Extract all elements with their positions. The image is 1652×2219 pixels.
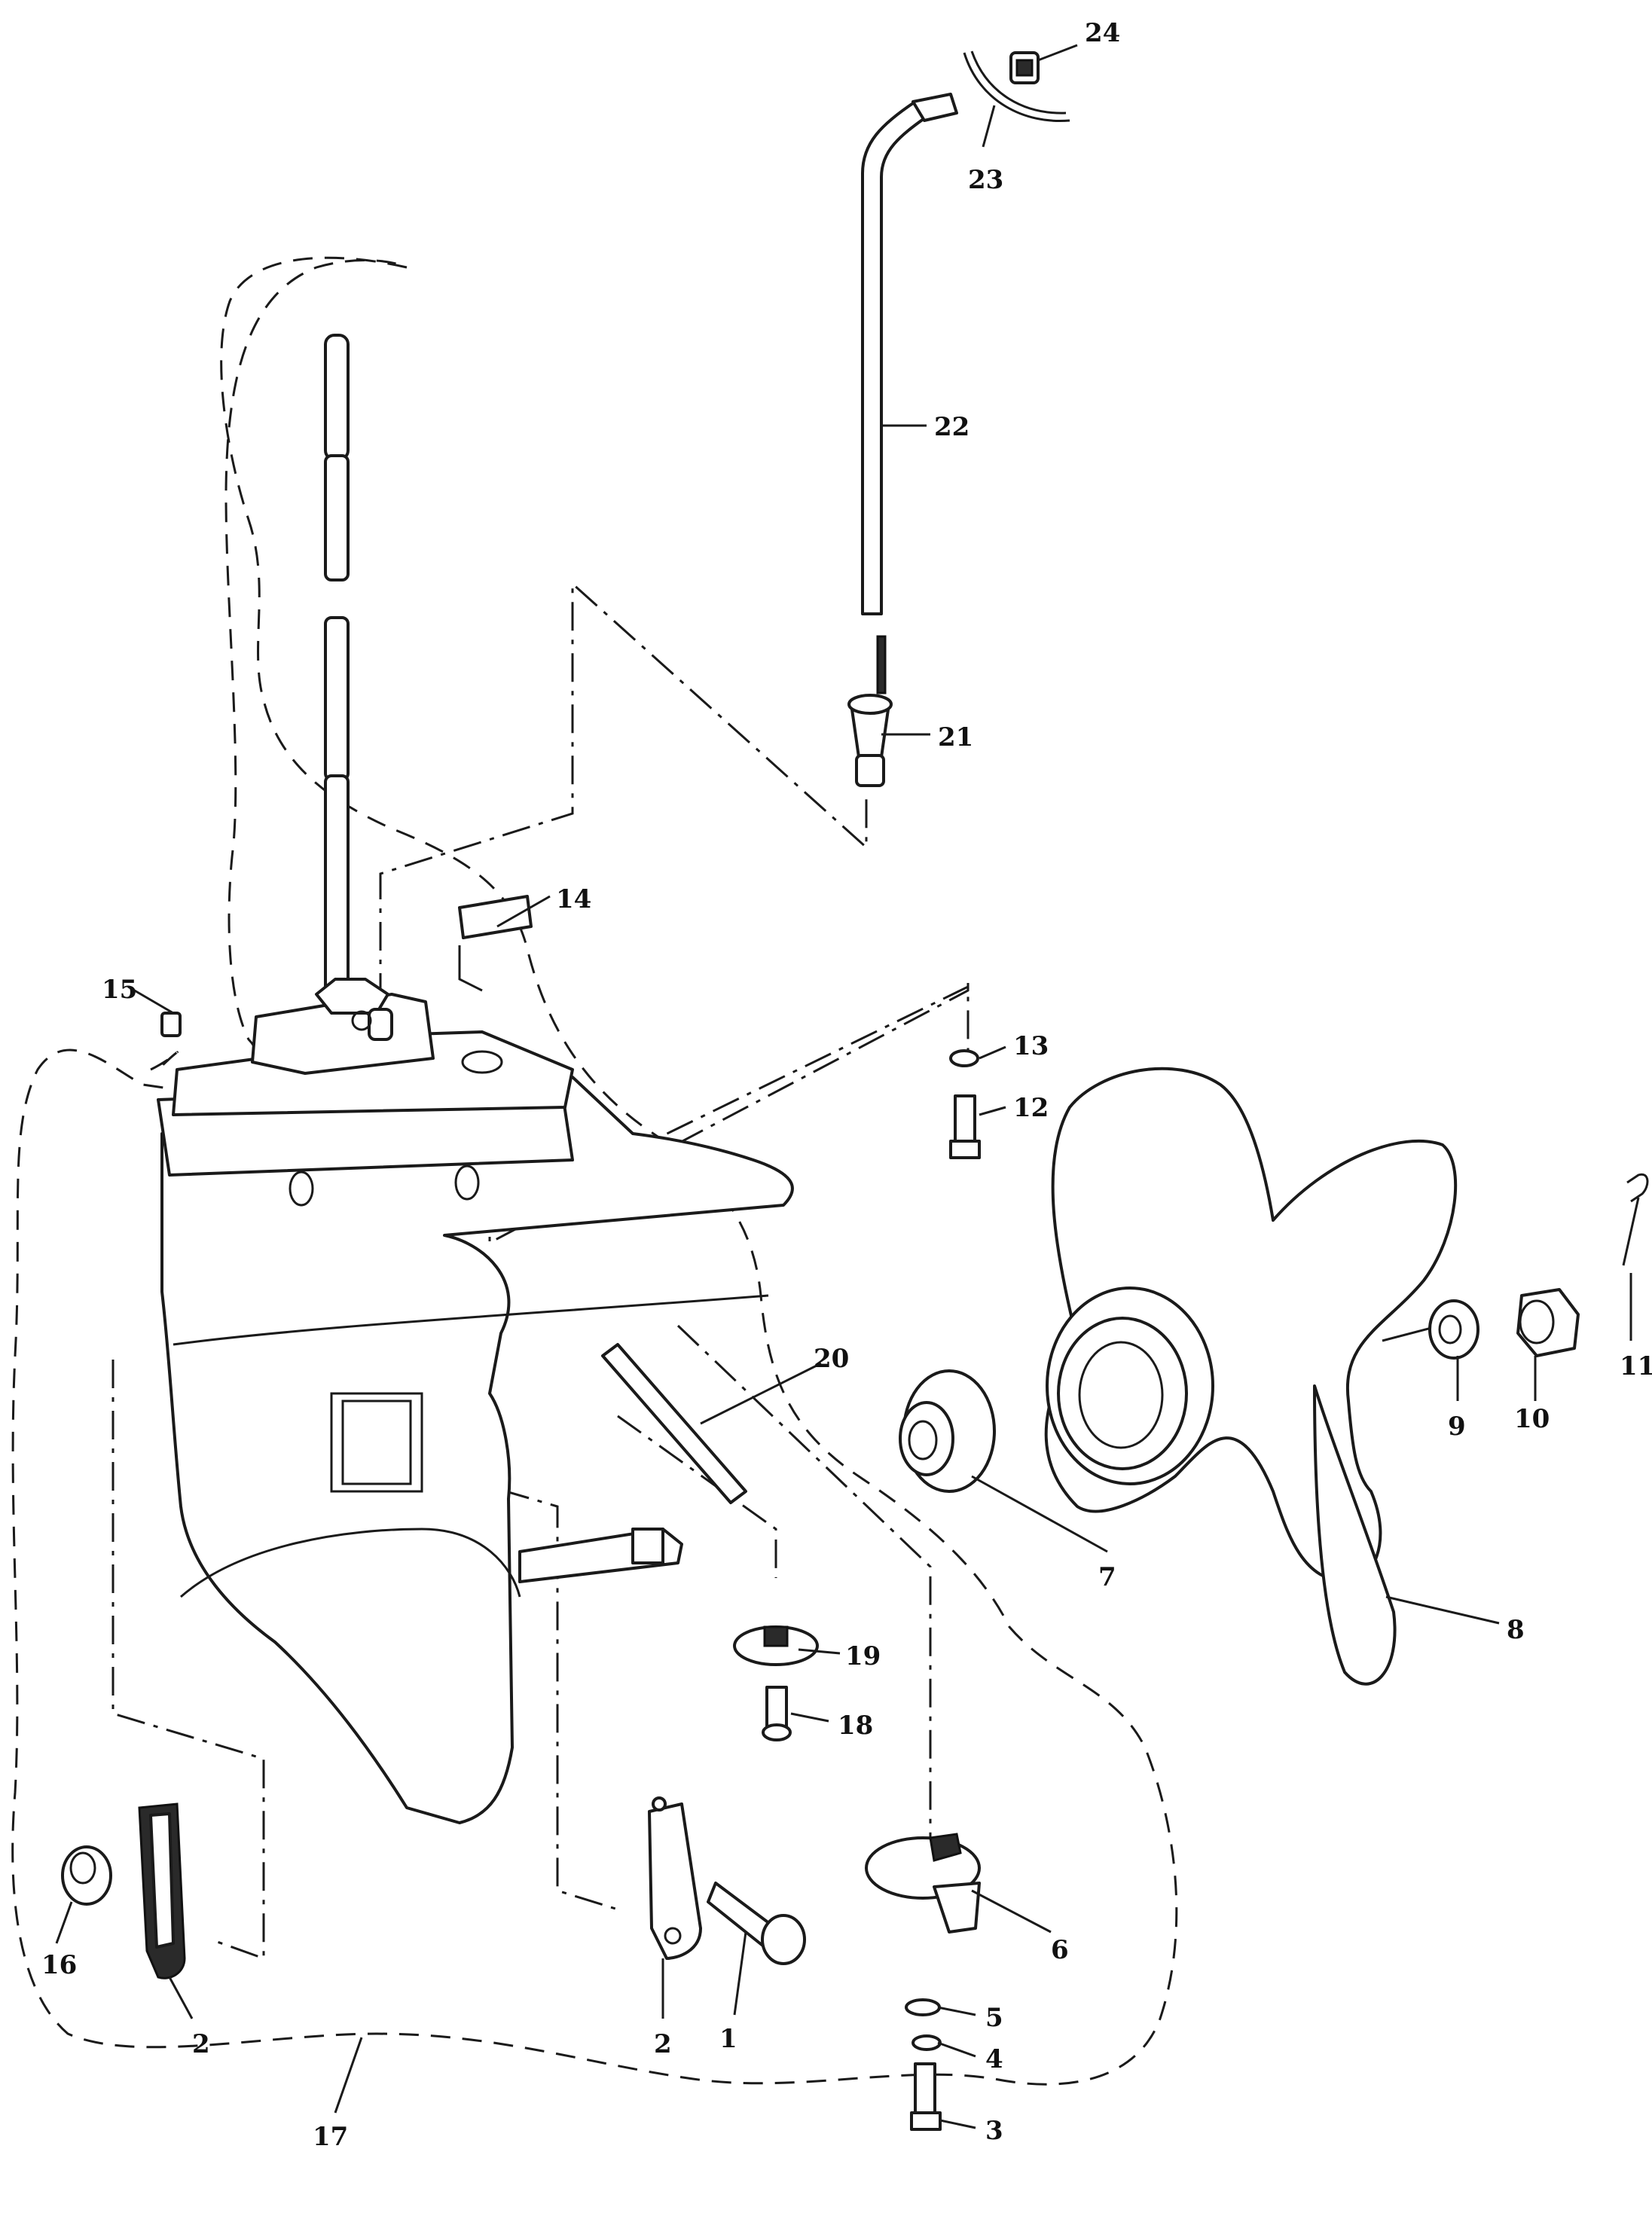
callout-2-mid: 2 bbox=[654, 2029, 672, 2059]
callout-21: 21 bbox=[938, 722, 973, 752]
prop-nut-10 bbox=[1516, 1288, 1580, 1357]
assembly-17-outline-upper bbox=[224, 259, 408, 1085]
callout-16: 16 bbox=[41, 1950, 77, 1980]
callout-19: 19 bbox=[845, 1641, 881, 1671]
callout-3: 3 bbox=[985, 2116, 1003, 2146]
callout-5: 5 bbox=[985, 2003, 1003, 2033]
water-pickup-21 bbox=[847, 635, 893, 787]
callout-24: 24 bbox=[1085, 18, 1120, 48]
assembly-line-trim-tab bbox=[676, 1324, 932, 1838]
screw-1 bbox=[707, 1882, 806, 1965]
anode-2-mid bbox=[648, 1796, 702, 1960]
assembly-line-shaft-to-pickup bbox=[379, 581, 868, 1002]
cotter-pin-11 bbox=[1622, 1173, 1649, 1266]
callout-22: 22 bbox=[934, 412, 970, 442]
callout-2-left: 2 bbox=[192, 2029, 210, 2059]
assembly-17-outline bbox=[11, 256, 1178, 2086]
callout-1: 1 bbox=[719, 2024, 737, 2054]
screw-18 bbox=[762, 1686, 792, 1741]
grommet-23-inner bbox=[970, 50, 1067, 114]
bolt-3 bbox=[910, 2062, 942, 2131]
callout-17: 17 bbox=[313, 2122, 348, 2152]
plug-24 bbox=[1009, 51, 1040, 84]
callout-9: 9 bbox=[1448, 1412, 1466, 1442]
washer-9 bbox=[1428, 1299, 1479, 1360]
water-tube-22 bbox=[861, 100, 928, 615]
callout-8: 8 bbox=[1507, 1615, 1525, 1645]
trim-tab-6 bbox=[865, 1833, 981, 1934]
callout-12: 12 bbox=[1013, 1093, 1049, 1123]
callout-7: 7 bbox=[1098, 1562, 1116, 1592]
nut-16 bbox=[61, 1845, 112, 1906]
bolt-12 bbox=[949, 1094, 981, 1159]
propeller-8 bbox=[1044, 1067, 1458, 1686]
callout-14: 14 bbox=[556, 884, 591, 914]
assembly-line-mid-anode bbox=[402, 1460, 618, 1911]
callout-23: 23 bbox=[968, 165, 1003, 195]
washer-13 bbox=[949, 1049, 979, 1067]
anode-2-left bbox=[138, 1802, 186, 1979]
thrust-hub-7 bbox=[899, 1369, 996, 1493]
assembly-line-water-tube bbox=[617, 1415, 777, 1578]
callout-labels: 1 2 2 3 4 5 6 7 8 9 10 11 12 13 14 15 16… bbox=[41, 18, 1652, 2152]
shift-lever-14 bbox=[458, 895, 533, 939]
leader-lines bbox=[55, 44, 1632, 2129]
water-tube-22-end bbox=[912, 93, 958, 122]
grommet-23 bbox=[963, 52, 1070, 123]
plug-15 bbox=[160, 1012, 182, 1037]
assembly-line-left-anode bbox=[111, 1360, 265, 1961]
washer-4 bbox=[912, 2034, 942, 2051]
callout-10: 10 bbox=[1514, 1404, 1550, 1434]
callout-13: 13 bbox=[1013, 1031, 1049, 1061]
washer-5 bbox=[905, 1998, 941, 2016]
gearcase-housing bbox=[157, 978, 794, 1824]
rod-20 bbox=[601, 1343, 747, 1504]
callout-20: 20 bbox=[814, 1344, 849, 1374]
anode-19 bbox=[733, 1625, 819, 1666]
callout-4: 4 bbox=[985, 2044, 1003, 2074]
callout-18: 18 bbox=[838, 1711, 873, 1741]
assembly-line-bolt12 bbox=[488, 983, 970, 1245]
callout-15: 15 bbox=[102, 975, 137, 1005]
callout-11: 11 bbox=[1620, 1351, 1652, 1381]
callout-6: 6 bbox=[1051, 1935, 1069, 1965]
driveshaft bbox=[324, 334, 350, 1041]
